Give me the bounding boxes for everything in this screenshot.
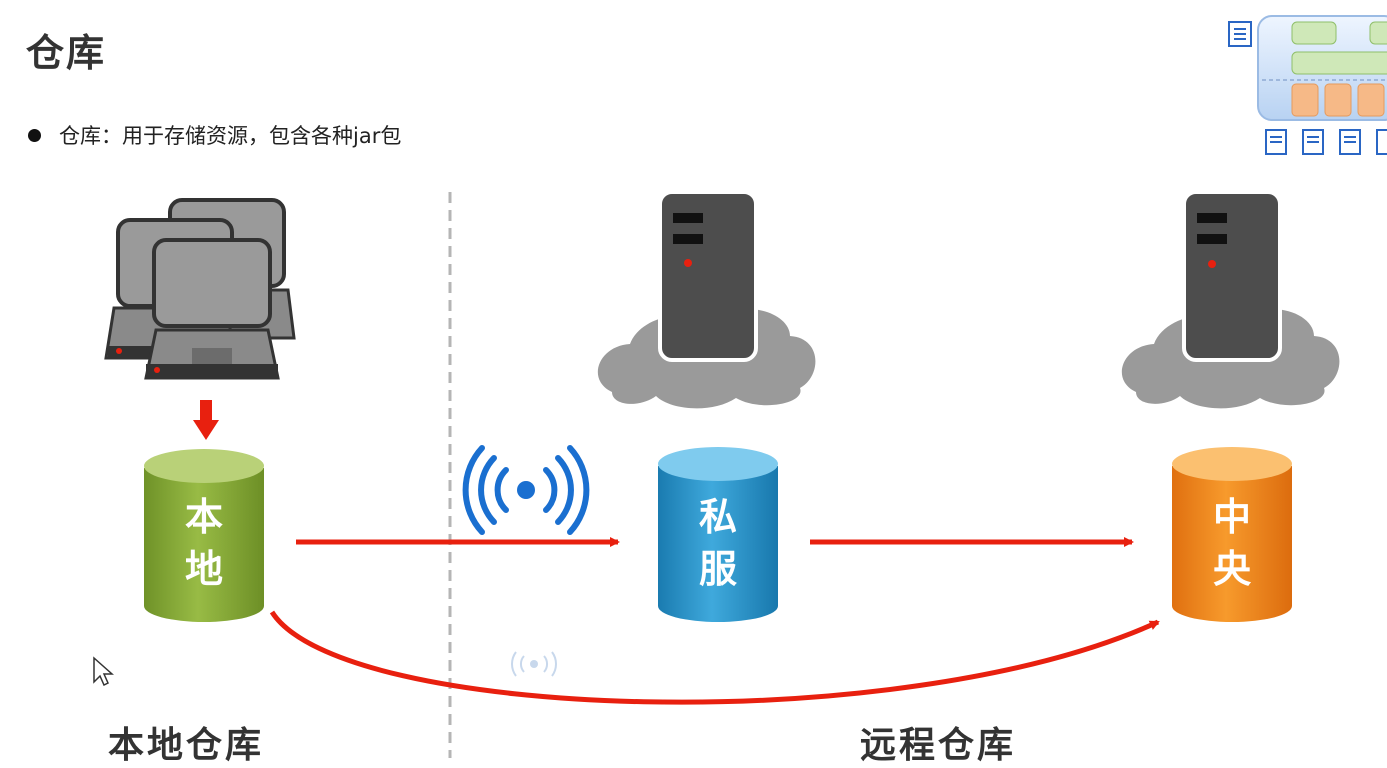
private-label-bottom: 服	[699, 547, 737, 591]
computers-icon	[104, 198, 296, 380]
central-repo-cylinder: 中 央	[1172, 447, 1292, 622]
local-repo-caption: 本地仓库	[108, 725, 265, 766]
bullet-item: 仓库：用于存储资源，包含各种jar包	[28, 120, 401, 150]
faint-signal-icon	[511, 651, 557, 677]
central-label-top: 中	[1213, 495, 1251, 539]
wireless-signal-icon	[462, 445, 590, 535]
local-label-top: 本	[185, 495, 223, 539]
bullet-dot	[28, 128, 41, 142]
slide-title: 仓库	[26, 31, 107, 75]
central-server-cloud-icon	[1121, 190, 1340, 409]
central-label-bottom: 央	[1213, 547, 1252, 591]
local-label-bottom: 地	[185, 547, 223, 591]
private-repo-cylinder: 私 服	[658, 447, 778, 622]
private-server-cloud-icon	[597, 190, 816, 409]
private-label-top: 私	[699, 495, 737, 539]
mouse-cursor-icon	[93, 656, 114, 687]
architecture-thumbnail-icon	[1228, 15, 1387, 155]
local-to-central-curved-arrow	[269, 610, 1160, 705]
down-arrow-icon	[193, 400, 219, 440]
local-repo-cylinder: 本 地	[144, 449, 264, 622]
remote-repo-caption: 远程仓库	[860, 725, 1017, 766]
bullet-text: 仓库：用于存储资源，包含各种jar包	[59, 124, 402, 148]
